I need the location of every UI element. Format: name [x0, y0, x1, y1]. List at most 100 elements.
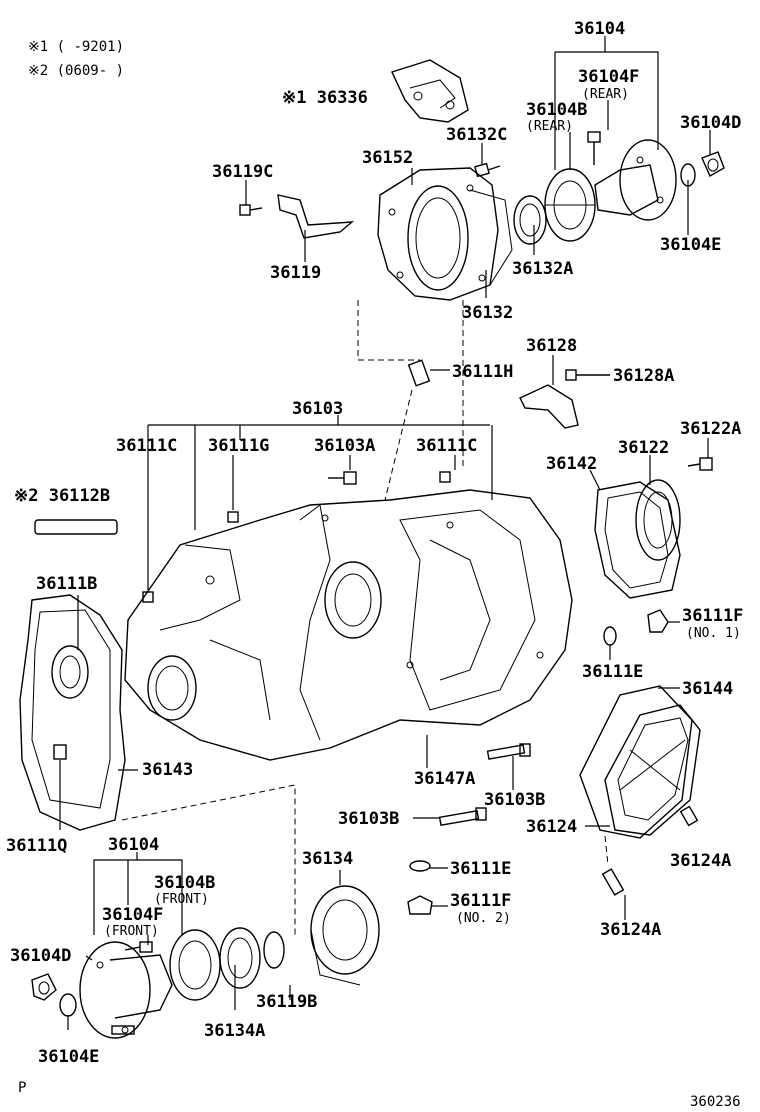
- label-36111F-no2: 36111F: [450, 891, 511, 911]
- part-36124A-bolt-bottom: [601, 868, 626, 920]
- label-36124: 36124: [526, 817, 577, 837]
- label-36112B: ※2 36112B: [14, 486, 110, 506]
- label-36103A: 36103A: [314, 436, 375, 456]
- label-36122A: 36122A: [680, 419, 741, 439]
- part-36111E-washer-top: [603, 626, 617, 660]
- part-36103B-bolt-left: [413, 807, 487, 827]
- part-36152-extension-housing: [377, 167, 513, 301]
- part-36104E-front-washer: [59, 993, 77, 1017]
- part-36104F-rear-bolt: [587, 131, 601, 165]
- label-36132C: 36132C: [446, 125, 507, 145]
- label-36103: 36103: [292, 399, 343, 419]
- label-36104F-front: 36104F: [102, 905, 163, 925]
- part-36103A-bolt: [328, 471, 357, 485]
- part-36112B-shaft: [34, 519, 118, 535]
- label-36104B-front-sub: (FRONT): [154, 892, 209, 907]
- part-36336-bracket: [391, 59, 469, 123]
- part-front-companion-flange: [79, 941, 173, 1039]
- part-36128A-bolt: [565, 369, 610, 381]
- part-36103-leaders: [147, 415, 493, 590]
- label-36128A: 36128A: [613, 366, 674, 386]
- part-36111F-no2-plug: [407, 895, 448, 915]
- alignment-line-top-left: [357, 300, 420, 361]
- part-36111Q-plug: [53, 744, 67, 830]
- diagram-number: 360236: [690, 1094, 741, 1110]
- part-36128-bracket: [519, 355, 579, 429]
- rear-group-leaders: [245, 36, 711, 298]
- label-36103B-right: 36103B: [484, 790, 545, 810]
- label-36104F-front-sub: (FRONT): [104, 924, 159, 939]
- label-36104F-rear: 36104F: [578, 67, 639, 87]
- label-36111H: 36111H: [452, 362, 513, 382]
- part-36104B-rear-bearing: [544, 168, 596, 242]
- part-36122A-bolt: [687, 438, 713, 471]
- label-36134A: 36134A: [204, 1021, 265, 1041]
- label-36104-bottom: 36104: [108, 835, 159, 855]
- part-36119B-snap-ring: [263, 931, 285, 969]
- part-36104D-rear-nut: [701, 151, 725, 177]
- label-36111F-no2-sub: (NO. 2): [456, 911, 511, 926]
- label-36111F-no1: 36111F: [682, 606, 743, 626]
- label-36104B-rear-sub: (REAR): [526, 119, 573, 134]
- label-36111E-top: 36111E: [582, 662, 643, 682]
- part-36119-bracket: [277, 194, 355, 239]
- label-36134: 36134: [302, 849, 353, 869]
- part-36103-transfer-case: [124, 489, 573, 761]
- note-1: ※1 ( -9201): [28, 39, 124, 55]
- label-36104-top: 36104: [574, 19, 625, 39]
- label-36111B: 36111B: [36, 574, 97, 594]
- part-36111H-breather: [384, 359, 450, 501]
- note-2: ※2 (0609- ): [28, 63, 124, 79]
- label-36143: 36143: [142, 760, 193, 780]
- label-36142: 36142: [546, 454, 597, 474]
- part-36119C-bolt: [239, 204, 263, 216]
- part-36142-gasket: [594, 481, 681, 599]
- part-36124-cover: [585, 704, 701, 866]
- label-36336: ※1 36336: [282, 88, 368, 108]
- part-labels: 36104 36104F (REAR) ※1 36336 36104B (REA…: [6, 19, 743, 1067]
- label-36104B-front: 36104B: [154, 873, 215, 893]
- part-36134A-front-seal: [219, 927, 261, 989]
- part-36104B-front-bearing: [169, 929, 221, 1001]
- part-36111E-washer-bottom: [409, 860, 448, 872]
- label-36104D-rear: 36104D: [680, 113, 741, 133]
- label-36111E-bottom: 36111E: [450, 859, 511, 879]
- label-36119B: 36119B: [256, 992, 317, 1012]
- label-36122: 36122: [618, 438, 669, 458]
- label-36104F-rear-sub: (REAR): [582, 87, 629, 102]
- label-36124A-bottom: 36124A: [600, 920, 661, 940]
- part-36132A-oil-seal: [513, 195, 547, 245]
- label-36104D-front: 36104D: [10, 946, 71, 966]
- label-36144: 36144: [682, 679, 733, 699]
- part-36124A-bolt-right: [679, 805, 699, 827]
- label-36119: 36119: [270, 263, 321, 283]
- label-36132: 36132: [462, 303, 513, 323]
- part-36122-cover: [589, 455, 681, 561]
- label-36152: 36152: [362, 148, 413, 168]
- part-36111C-right-plug: [439, 471, 451, 483]
- footer-mark: P: [18, 1080, 26, 1096]
- part-36111F-no1-plug: [647, 609, 680, 633]
- label-36111Q: 36111Q: [6, 836, 67, 856]
- label-36124A-right: 36124A: [670, 851, 731, 871]
- label-36104E-rear: 36104E: [660, 235, 721, 255]
- label-36132A: 36132A: [512, 259, 573, 279]
- part-36144-gasket: [579, 685, 693, 839]
- label-36111C-right: 36111C: [416, 436, 477, 456]
- label-36111C-left: 36111C: [116, 436, 177, 456]
- label-36119C: 36119C: [212, 162, 273, 182]
- label-36111G: 36111G: [208, 436, 269, 456]
- label-36147A: 36147A: [414, 769, 475, 789]
- part-36111G-pin: [227, 511, 239, 523]
- label-36103B-left: 36103B: [338, 809, 399, 829]
- label-36111F-no1-sub: (NO. 1): [686, 626, 741, 641]
- part-36103B-bolt-right: [486, 743, 531, 790]
- part-36134-bearing: [310, 885, 380, 986]
- part-36104D-front-nut: [31, 973, 57, 1001]
- label-36128: 36128: [526, 336, 577, 356]
- part-36104E-rear-washer: [680, 163, 696, 187]
- part-rear-companion-flange: [594, 139, 677, 221]
- part-36143-front-cover: [19, 594, 138, 831]
- label-36104B-rear: 36104B: [526, 100, 587, 120]
